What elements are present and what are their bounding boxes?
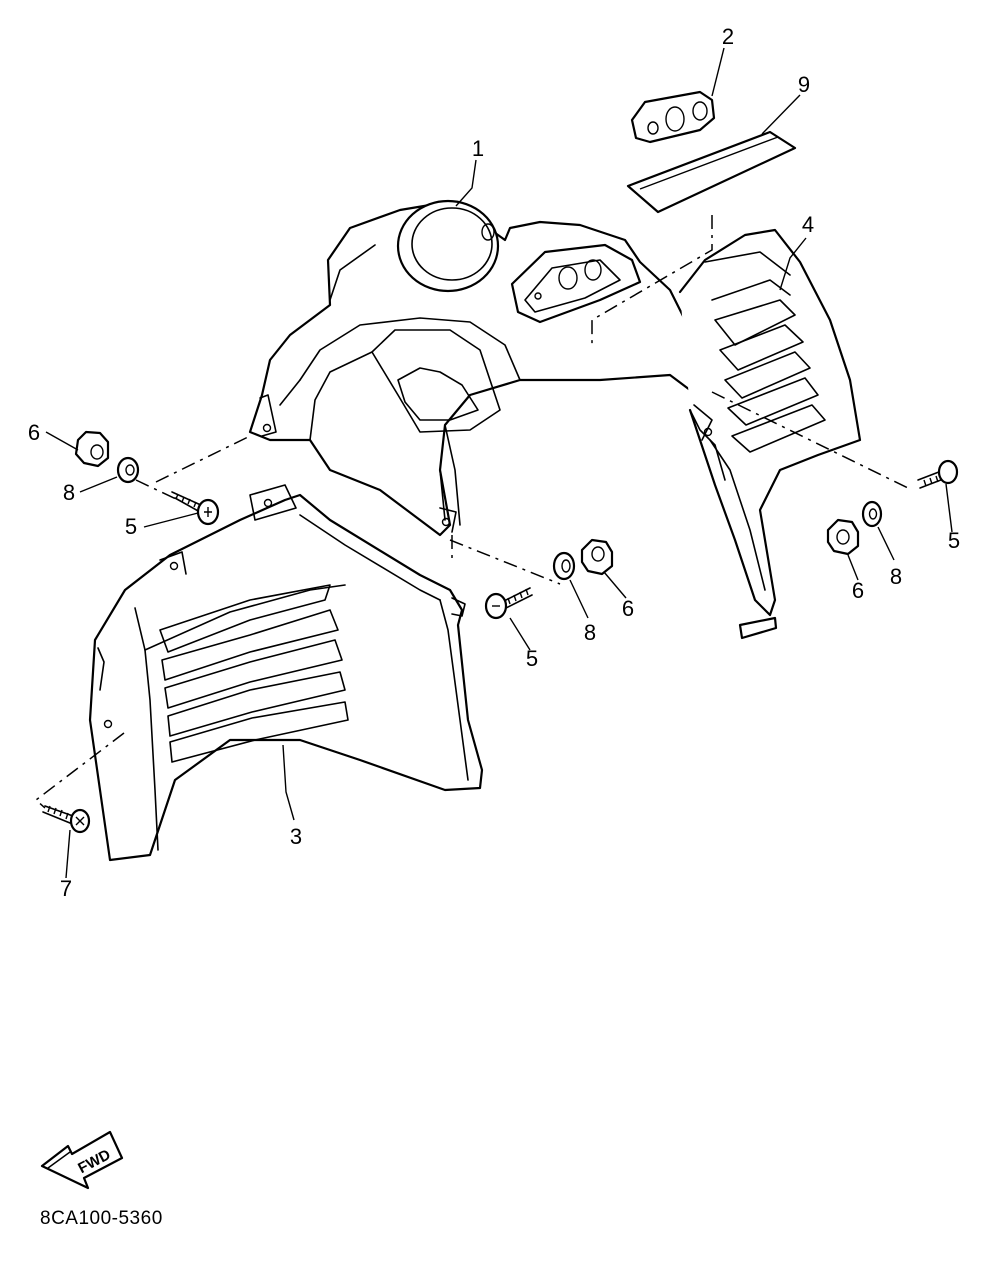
callout-5-left: 5	[125, 514, 137, 539]
alignment-line-left-upper	[155, 436, 249, 483]
leader-5-left	[143, 512, 199, 528]
leader-8-right	[877, 526, 895, 561]
leader-3	[282, 744, 295, 821]
washer-right	[861, 500, 883, 528]
washer-left	[116, 456, 140, 484]
callout-5-right: 5	[948, 528, 960, 553]
callout-4: 4	[802, 212, 814, 237]
alignment-line-left	[135, 479, 179, 501]
bolt-left	[171, 491, 220, 526]
right-side-panel	[678, 228, 862, 640]
callout-1: 1	[472, 136, 484, 161]
alignment-line-label	[591, 215, 713, 345]
callout-5-center: 5	[526, 646, 538, 671]
callout-6-center: 6	[622, 596, 634, 621]
nut-left	[74, 430, 110, 468]
leader-6-left	[45, 431, 79, 451]
leader-8-center	[569, 579, 589, 619]
diagram-reference-code: 8CA100-5360	[40, 1208, 163, 1229]
nut-center	[580, 538, 614, 576]
callout-6-left: 6	[28, 420, 40, 445]
nut-right	[826, 518, 860, 556]
leader-9	[761, 94, 801, 135]
alignment-line-lower-left	[34, 732, 125, 809]
indicator-gasket	[630, 90, 716, 144]
callout-3: 3	[290, 824, 302, 849]
alignment-line-right	[711, 391, 913, 491]
label-sheet	[626, 130, 797, 214]
screw-lower-left	[42, 805, 91, 834]
bolt-center	[484, 587, 533, 620]
fwd-arrow-icon: FWD	[40, 1130, 124, 1190]
leader-1	[455, 159, 477, 207]
front-fender-cover	[248, 199, 715, 537]
leader-6-right	[847, 554, 859, 581]
alignment-line-center	[449, 539, 561, 585]
callout-9: 9	[798, 72, 810, 97]
callout-2: 2	[722, 24, 734, 49]
leader-2	[711, 47, 725, 97]
washer-center	[552, 551, 576, 581]
leader-5-center	[509, 617, 531, 651]
callout-8-left: 8	[63, 480, 75, 505]
callout-7: 7	[60, 876, 72, 901]
callout-8-center: 8	[584, 620, 596, 645]
left-side-panel	[88, 484, 484, 862]
leader-4	[779, 237, 807, 291]
leader-8-left	[79, 476, 118, 493]
callout-8-right: 8	[890, 564, 902, 589]
leader-5-right	[945, 483, 953, 533]
bolt-right	[917, 459, 959, 489]
callout-6-right: 6	[852, 578, 864, 603]
leader-6-center	[603, 571, 627, 599]
leader-7	[65, 829, 71, 879]
